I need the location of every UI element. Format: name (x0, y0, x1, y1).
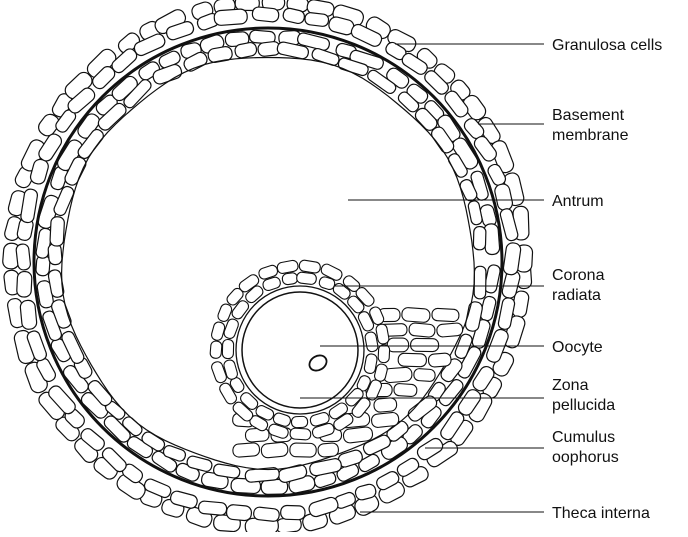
cumulus-cell (428, 353, 451, 368)
cumulus-cell (411, 338, 439, 351)
granulosa-cell (226, 504, 252, 521)
corona-cell (299, 259, 321, 273)
cumulus-cell (413, 368, 435, 381)
label-theca-interna: Theca interna (552, 505, 650, 522)
granulosa-cell (252, 6, 280, 22)
corona-cell (276, 260, 298, 275)
cumulus-cell (394, 383, 418, 397)
cumulus-cell (343, 426, 373, 443)
granulosa-cell (16, 271, 32, 297)
granulosa-cell (198, 501, 227, 516)
corona-cell (282, 272, 299, 285)
cumulus-cell (387, 338, 408, 352)
cumulus-cell (409, 323, 436, 338)
granulosa-cell (281, 505, 306, 520)
cumulus-cell (398, 353, 427, 367)
cumulus-cell (318, 443, 339, 458)
label-antrum: Antrum (552, 193, 604, 210)
label-cumulus-line2: oophorus (552, 449, 619, 466)
corona-cell (222, 339, 233, 358)
cumulus-cell (373, 397, 397, 412)
corona-cell (210, 341, 222, 359)
corona-cell (378, 345, 390, 363)
label-basement-line1: Basement (552, 107, 625, 124)
corona-cell (291, 416, 308, 428)
granulosa-cell (50, 216, 65, 246)
granulosa-cell (253, 507, 280, 522)
cumulus-cell (401, 307, 430, 322)
label-granulosa-cells: Granulosa cells (552, 37, 662, 54)
granulosa-cell (473, 226, 486, 250)
label-zona-line1: Zona (552, 377, 589, 394)
cumulus-cell (245, 428, 269, 443)
label-cumulus-line1: Cumulus (552, 429, 615, 446)
cumulus-cell (261, 442, 289, 458)
granulosa-cell (304, 12, 329, 27)
cumulus-cell (432, 308, 460, 322)
granulosa-cell (474, 266, 486, 299)
label-corona-line2: radiata (552, 287, 601, 304)
granulosa-cell (214, 9, 248, 26)
oocyte (242, 292, 358, 408)
granulosa-cell (16, 243, 31, 270)
label-oocyte: Oocyte (552, 339, 603, 356)
corona-cell (290, 428, 311, 440)
granulosa-cell (20, 300, 37, 330)
granulosa-cell (467, 200, 483, 226)
label-zona-line2: pellucida (552, 397, 615, 414)
cumulus-cell (232, 442, 260, 457)
corona-cell (210, 321, 225, 341)
granulosa-cell (48, 243, 63, 265)
cumulus-cell (436, 323, 463, 338)
label-basement-line2: membrane (552, 127, 629, 144)
corona-cell (296, 272, 317, 285)
cumulus-cell (290, 443, 317, 457)
cumulus-cell (371, 412, 399, 428)
label-corona-line1: Corona (552, 267, 605, 284)
